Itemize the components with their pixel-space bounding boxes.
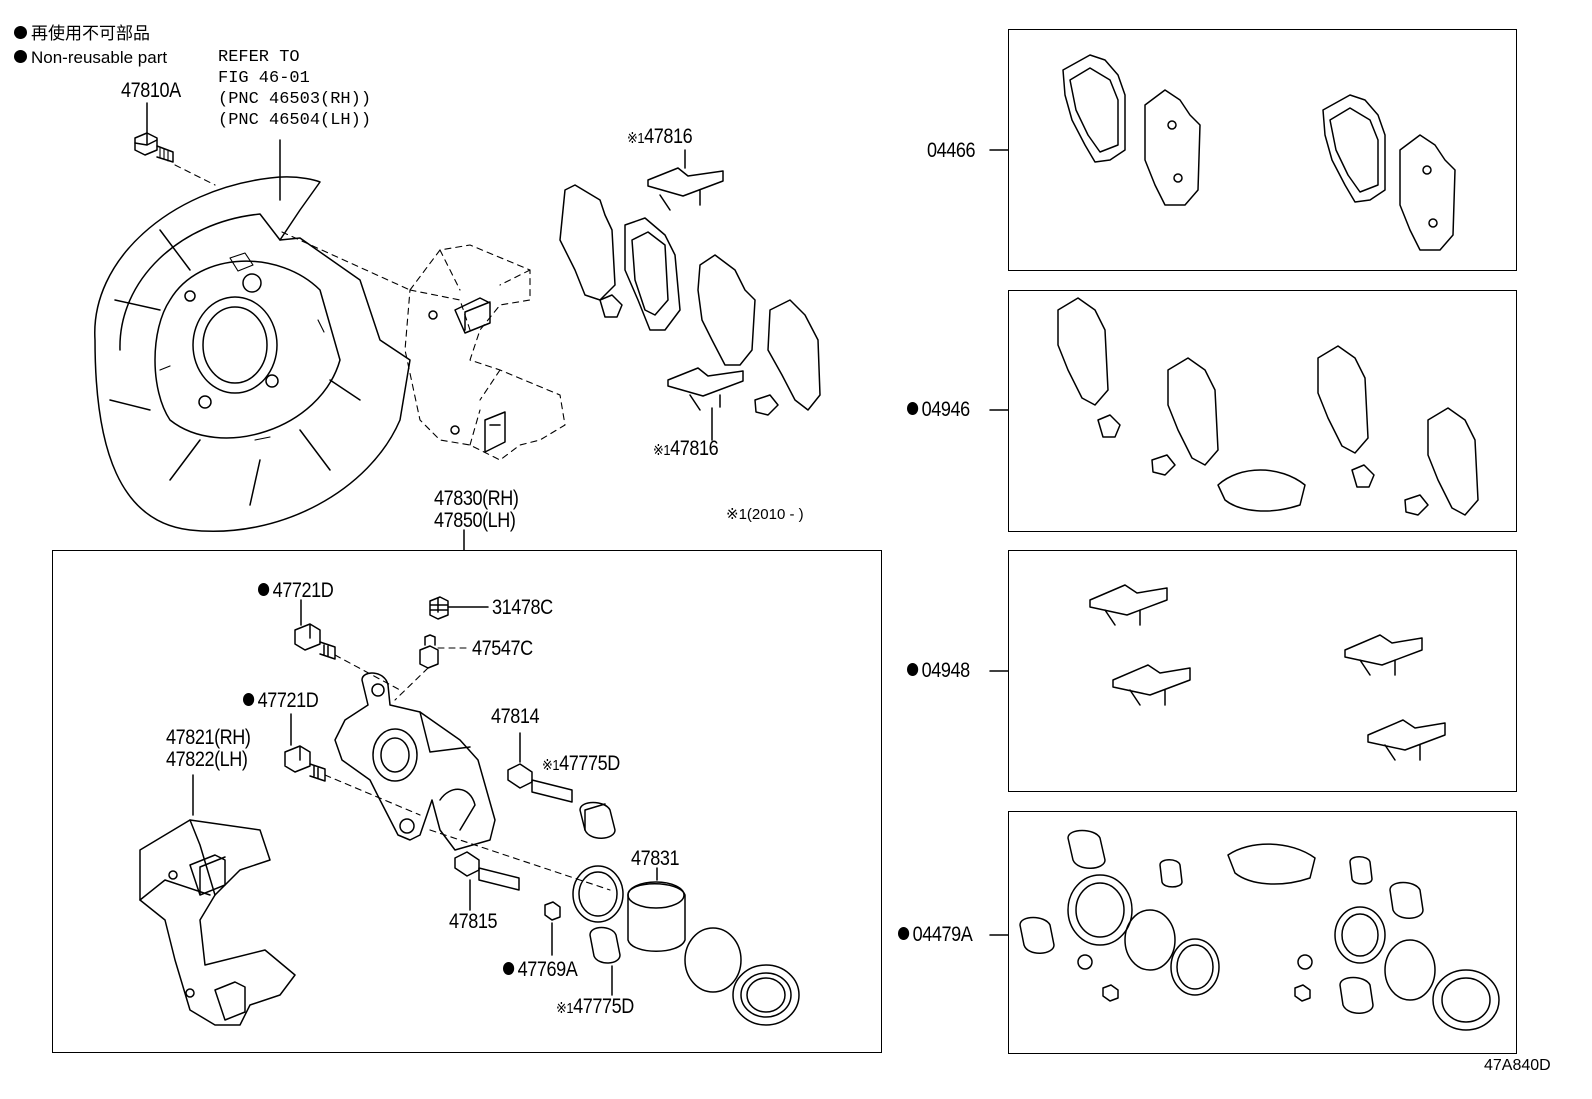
non-reusable-dot-icon [243, 692, 255, 706]
kit-04466-pads-icon [1062, 54, 1456, 251]
kit-04948-clips-icon [1089, 584, 1446, 761]
kit-label-04946: 04946 [907, 399, 970, 420]
part-label-47815: 47815 [449, 910, 498, 933]
non-reusable-dot-icon [503, 961, 515, 975]
kit-box-04948 [1008, 550, 1517, 792]
part-label-47721D-lower: 47721D [243, 690, 319, 711]
kit-04479A-seals-icon [1019, 829, 1500, 1031]
non-reusable-dot-icon [14, 26, 27, 40]
part-label-47816-upper: ※147816 [627, 125, 693, 148]
non-reusable-dot-icon [907, 401, 919, 415]
part-label-47816-lower: ※147816 [653, 437, 719, 460]
non-reusable-dot-icon [907, 662, 919, 676]
part-label-47822LH: 47822(LH) [166, 748, 248, 771]
model-year-note-text: (2010 - ) [746, 506, 804, 523]
mounting-support-lower-icon [139, 774, 296, 1026]
part-label-47769A: 47769A [503, 959, 578, 980]
kit-box-04479A [1008, 811, 1517, 1054]
part-label-47831: 47831 [631, 847, 680, 870]
kit-box-04946 [1008, 290, 1517, 532]
non-reusable-dot-icon [14, 50, 27, 64]
kit-label-04479A: 04479A [898, 924, 973, 945]
part-label-47775D-lower: ※147775D [556, 995, 634, 1018]
refer-line-3: (PNC 46503(RH)) [218, 90, 372, 109]
non-reusable-dot-icon [258, 582, 270, 596]
non-reusable-dot-icon [898, 926, 910, 940]
refer-line-2: FIG 46-01 [218, 69, 310, 88]
legend-en-text: Non-reusable part [31, 48, 168, 67]
model-year-note: ※1(2010 - ) [726, 505, 804, 523]
ref1-mark: ※1 [726, 506, 747, 523]
mounting-support-upper-icon [404, 244, 566, 461]
refer-line-4: (PNC 46504(LH)) [218, 111, 372, 130]
ref1-mark: ※1 [653, 442, 671, 459]
dust-cover-plate-icon [94, 139, 411, 532]
part-label-47850LH: 47850(LH) [434, 509, 516, 532]
kit-box-04466 [1008, 29, 1517, 271]
kit-04946-parts-icon [1057, 297, 1479, 516]
caliper-assembly-icon [284, 596, 800, 1026]
ref1-mark: ※1 [627, 130, 645, 147]
bolt-47810A-icon [134, 102, 216, 186]
part-label-47721D-upper: 47721D [258, 580, 334, 601]
part-label-47821RH: 47821(RH) [166, 726, 251, 749]
part-label-47814: 47814 [491, 705, 540, 728]
legend-jp: 再使用不可部品 [14, 22, 150, 46]
part-label-31478C: 31478C [492, 596, 553, 619]
ref1-mark: ※1 [556, 1000, 574, 1017]
refer-line-1: REFER TO [218, 48, 300, 67]
pad-set-middle-icon [559, 149, 821, 441]
legend-jp-text: 再使用不可部品 [31, 24, 150, 43]
part-label-47830RH: 47830(RH) [434, 487, 519, 510]
diagram-id: 47A840D [1484, 1057, 1551, 1074]
caliper-assembly-box [52, 550, 882, 1053]
part-label-47547C: 47547C [472, 637, 533, 660]
legend-en: Non-reusable part [14, 46, 167, 70]
part-label-47810A: 47810A [121, 79, 181, 102]
kit-label-04948: 04948 [907, 660, 970, 681]
ref1-mark: ※1 [542, 757, 560, 774]
part-label-47775D-upper: ※147775D [542, 752, 620, 775]
kit-label-04466: 04466 [927, 139, 976, 162]
